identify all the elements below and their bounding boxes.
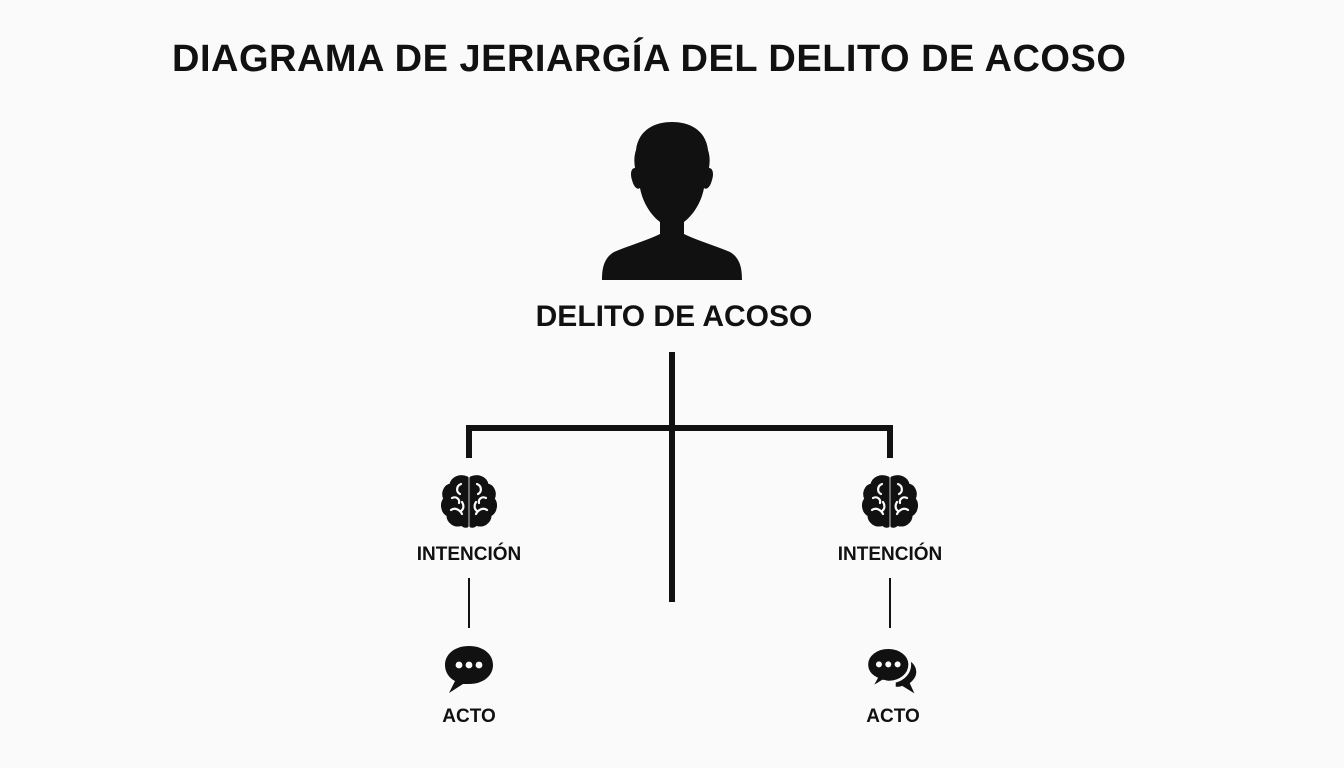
intention-label: INTENCIÓN [837,544,943,565]
double-speech-bubble-icon [865,646,917,694]
brain-icon [441,475,497,528]
root-label: DELITO DE ACOSO [535,300,813,333]
speech-bubble-icon [445,646,493,693]
intention-label: INTENCIÓN [416,544,522,565]
diagram-title: DIAGRAMA DE JERIARGÍA DEL DELITO DE ACOS… [172,38,1127,80]
brain-icon [862,475,918,528]
person-silhouette-icon [602,122,742,280]
act-label: ACTO [442,706,496,727]
act-label: ACTO [866,706,920,727]
branch-bracket [466,425,893,458]
